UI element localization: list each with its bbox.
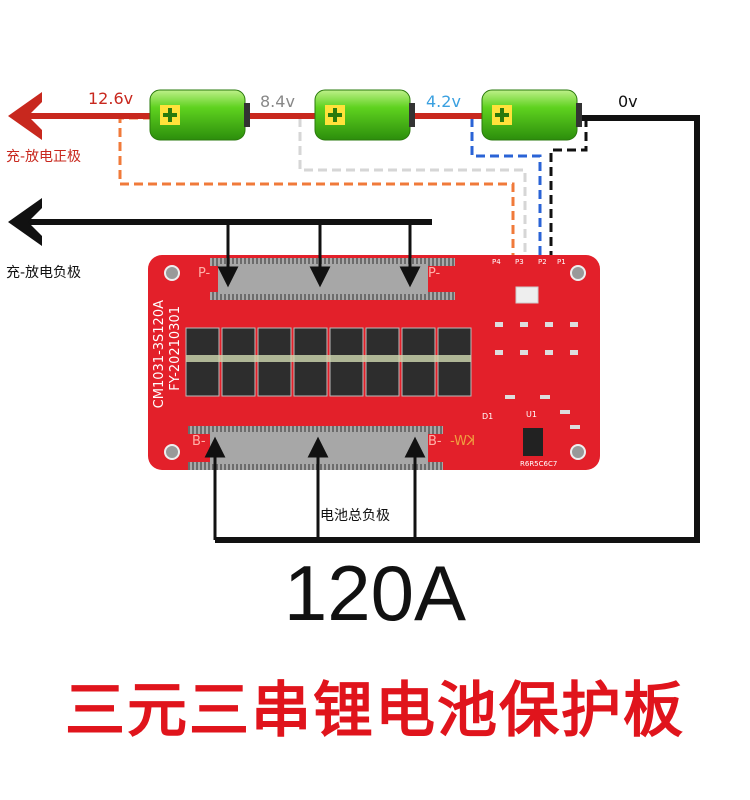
pcb-date-code: FY-20210301: [168, 306, 183, 391]
pin-p4: P4: [492, 258, 501, 266]
voltage-0: 0v: [618, 92, 638, 111]
voltage-8-4: 8.4v: [260, 92, 295, 111]
battery-2: [314, 89, 415, 141]
pin-p1: P1: [557, 258, 566, 266]
negative-terminal-label: 充-放电负极: [6, 265, 82, 281]
protection-board: [148, 255, 600, 470]
pcb-b-minus-right: B-: [428, 434, 442, 449]
current-rating: 120A: [283, 549, 467, 637]
battery-negative-label: 电池总负极: [320, 508, 390, 524]
pcb-p-minus-left: P-: [198, 266, 211, 281]
balance-wire-blue: [470, 118, 542, 262]
negative-arrows: [217, 222, 421, 288]
pcb-brand: KW-: [450, 434, 476, 449]
pcb-model: CM1031-3S120A: [152, 300, 167, 409]
pcb-parts: R6R5C6C7: [520, 460, 558, 468]
pcb-u1: U1: [526, 410, 537, 419]
positive-terminal-label: 充-放电正极: [6, 149, 82, 165]
product-title: 三元三串锂电池保护板: [65, 676, 685, 746]
voltage-12-6: 12.6v: [88, 89, 134, 108]
positive-arrow-icon: [8, 92, 42, 140]
zero-volt-wire: [215, 115, 700, 543]
pcb-d1: D1: [482, 412, 494, 421]
voltage-4-2: 4.2v: [426, 92, 461, 111]
pin-p3: P3: [515, 258, 524, 266]
pcb-b-minus-left: B-: [192, 434, 206, 449]
balance-wire-white: [298, 118, 527, 262]
pin-p2: P2: [538, 258, 547, 266]
battery-1: [149, 89, 250, 141]
battery-3: [481, 89, 582, 141]
battery-negative-arrows: [204, 436, 426, 540]
balance-wire-black: [549, 118, 588, 262]
negative-arrow-icon: [8, 198, 42, 246]
pcb-p-minus-right: P-: [428, 266, 441, 281]
